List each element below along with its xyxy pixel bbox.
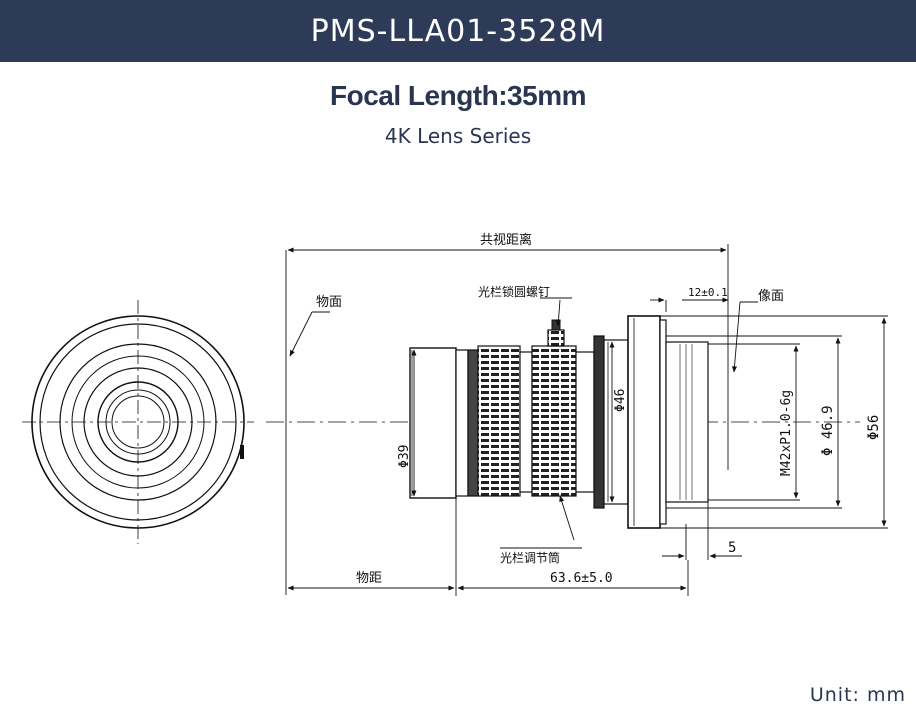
series-subtitle: 4K Lens Series — [384, 124, 532, 148]
label-aperture-ring: 光栏调节筒 — [500, 550, 560, 565]
focal-length-title: Focal Length:35mm — [330, 80, 586, 111]
label-object-distance: 物距 — [356, 571, 382, 586]
dimension-lines — [287, 244, 888, 596]
label-flange-dim: 12±0.1 — [688, 286, 728, 299]
label-diameter-46: Φ46 — [613, 389, 628, 412]
model-header: PMS-LLA01-3528M — [0, 0, 916, 62]
unit-label: Unit: mm — [809, 684, 906, 706]
model-title: PMS-LLA01-3528M — [310, 13, 606, 49]
label-back-dim: 5 — [728, 540, 736, 556]
label-image-plane: 像面 — [758, 289, 784, 304]
label-object-plane: 物面 — [316, 295, 342, 310]
label-diameter-39: Φ39 — [397, 445, 412, 468]
label-conjugate-distance: 共视距离 — [480, 232, 532, 248]
front-view — [22, 300, 254, 544]
label-length-dim: 63.6±5.0 — [550, 571, 613, 586]
label-mount-thread: M42xP1.0-6g — [779, 390, 794, 476]
side-view — [409, 315, 709, 529]
label-aperture-lock-screw: 光栏锁圆螺钉 — [478, 284, 550, 299]
label-diameter-56: Φ56 — [866, 415, 882, 440]
label-diameter-46-9: Φ 46.9 — [820, 405, 836, 456]
